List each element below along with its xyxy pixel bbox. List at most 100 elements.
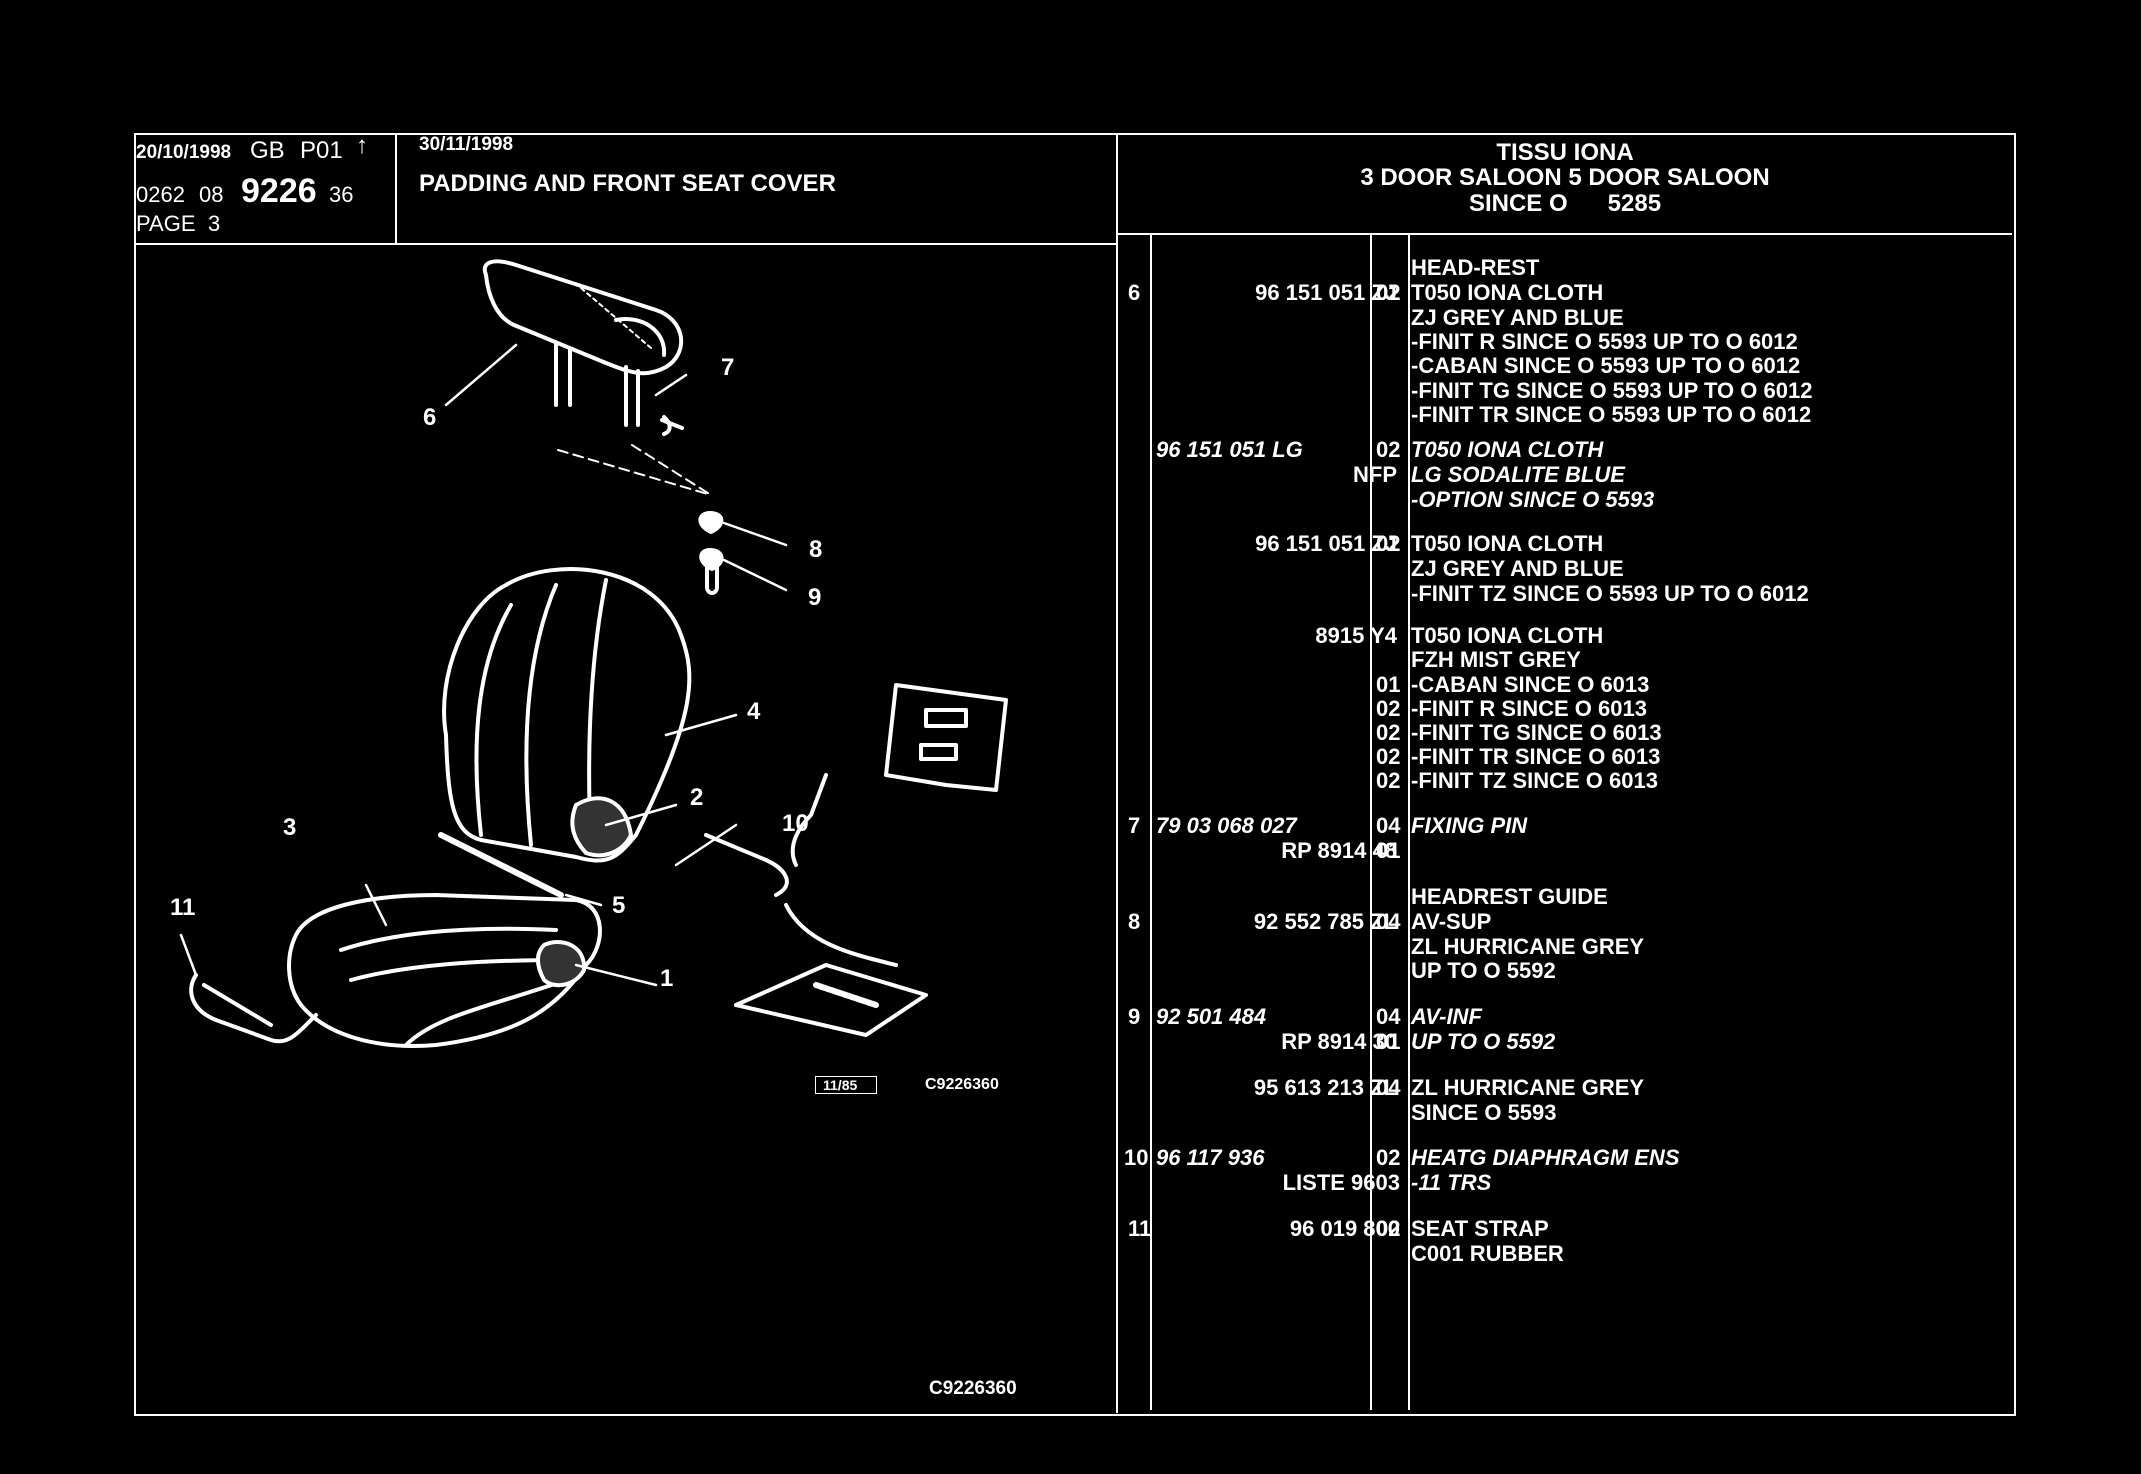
part-desc: -11 TRS [1411,1170,1492,1195]
part-qty: 01 [1376,838,1401,863]
update-date: 30/11/1998 [419,134,514,155]
part-qty: 02 [1376,280,1401,305]
part-desc: ZL HURRICANE GREY [1411,1075,1645,1100]
part-qty: 02 [1376,768,1401,793]
part-desc: FZH MIST GREY [1411,647,1581,672]
rod-drawing [438,832,564,898]
part-ref: 9 [1128,1004,1141,1029]
part-desc: -FINIT TR SINCE O 5593 UP TO O 6012 [1411,402,1812,427]
part-number-secondary: LISTE 9603 [1282,1170,1400,1195]
part-desc: AV-INF [1411,1004,1482,1029]
part-number: 96 151 051 LG [1156,437,1303,462]
part-desc: -OPTION SINCE O 5593 [1411,487,1655,512]
header-divider-vertical [395,135,397,244]
part-desc: -FINIT TZ SINCE O 5593 UP TO O 6012 [1411,581,1809,606]
callout-10: 10 [782,810,809,837]
part-desc: AV-SUP [1411,909,1492,934]
part-number: 96 151 051 ZJ [1255,280,1397,305]
part-qty: 02 [1376,744,1401,769]
part-desc: T050 IONA CLOTH [1411,623,1604,648]
part-qty: 04 [1376,1075,1401,1100]
part-desc: SEAT STRAP [1411,1216,1549,1241]
header-date: 20/10/1998 [136,142,232,163]
part-qty: 02 [1376,696,1401,721]
part-desc: LG SODALITE BLUE [1411,462,1625,487]
callout-7: 7 [721,354,735,381]
part-qty: 04 [1376,1004,1401,1029]
part-qty: 04 [1376,909,1401,934]
callout-11: 11 [170,894,196,921]
callout-6: 6 [423,404,437,431]
part-desc: UP TO O 5592 [1411,958,1556,983]
trim-body: 3 DOOR SALOON 5 DOOR SALOON [1360,164,1770,191]
part-desc: HEADREST GUIDE [1411,884,1608,909]
part-number-secondary: NFP [1353,462,1397,487]
strap-drawing [189,973,318,1044]
header-ref-number: 9226 [241,172,317,210]
part-desc: ZL HURRICANE GREY [1411,934,1645,959]
part-number: 8915 Y4 [1315,623,1397,648]
guide-drawings [698,511,724,595]
header-divider-right [1118,233,2012,235]
header-divider-left [135,243,1116,245]
part-desc: -FINIT TZ SINCE O 6013 [1411,768,1658,793]
part-column-line [1370,235,1372,1410]
part-qty: 02 [1376,437,1401,462]
part-desc: SINCE O 5593 [1411,1100,1557,1125]
parts-list: 6 96 151 051 ZJ 02 02 HEAD-REST T050 ION… [1124,255,1813,1266]
page-title: PADDING AND FRONT SEAT COVER [419,170,836,197]
part-ref: 8 [1128,909,1141,934]
pin-drawing [660,415,684,436]
part-qty: 01 [1376,672,1401,697]
header-ref-suffix: 36 [329,182,354,207]
part-number: 92 552 785 ZL [1253,909,1397,934]
part-qty: 02 [1376,531,1401,556]
part-ref: 6 [1128,280,1141,305]
trim-name: TISSU IONA [1496,139,1634,166]
part-qty: 01 [1376,1029,1401,1054]
part-desc: ZJ GREY AND BLUE [1411,305,1624,330]
callout-2: 2 [690,784,704,811]
stamp-box [815,1076,877,1094]
part-ref: 7 [1128,813,1141,838]
part-number-secondary: RP 8914 30 [1281,1029,1397,1054]
part-desc: -FINIT TG SINCE O 6013 [1411,720,1662,745]
header-edition: P01 [300,137,343,164]
part-desc: T050 IONA CLOTH [1411,437,1604,462]
part-desc: -CABAN SINCE O 6013 [1411,672,1650,697]
part-desc: FIXING PIN [1411,813,1528,838]
part-number: 79 03 068 027 [1156,813,1297,838]
callout-1: 1 [660,965,674,992]
callout-5: 5 [612,892,626,919]
trim-since: SINCE O 5285 [1468,190,1662,217]
part-desc: ZJ GREY AND BLUE [1411,556,1624,581]
part-desc: HEAD-REST [1411,255,1540,280]
ref-column-line [1150,235,1152,1410]
header-market: GB [250,137,285,164]
page-number: 3 [208,211,221,236]
part-ref: 11 [1128,1216,1152,1241]
part-qty: 04 [1376,813,1401,838]
part-number: 96 151 051 ZJ [1255,531,1397,556]
stamp-date: 11/85 [823,1077,858,1093]
part-number-secondary: RP 8914 48 [1281,838,1397,863]
part-number: 96 117 936 [1156,1145,1265,1170]
page-label: PAGE [136,211,196,236]
leader-lines [179,343,788,987]
headrest-drawing [482,259,712,496]
part-desc: -CABAN SINCE O 5593 UP TO O 6012 [1411,353,1801,378]
part-qty: 02 [1376,1216,1401,1241]
arrow-up-icon: ↑ [356,132,368,159]
callout-3: 3 [283,814,297,841]
callout-9: 9 [808,584,822,611]
part-qty: 02 [1376,720,1401,745]
part-number: 96 019 800 [1289,1216,1400,1241]
part-ref: 10 [1124,1145,1149,1170]
part-desc: T050 IONA CLOTH [1411,531,1604,556]
qty-column-line [1408,235,1410,1410]
callout-4: 4 [747,698,761,725]
heater-drawing [704,683,1008,1037]
part-number: 92 501 484 [1156,1004,1267,1029]
footer-ref: C9226360 [929,1378,1017,1399]
part-desc: UP TO O 5592 [1411,1029,1556,1054]
